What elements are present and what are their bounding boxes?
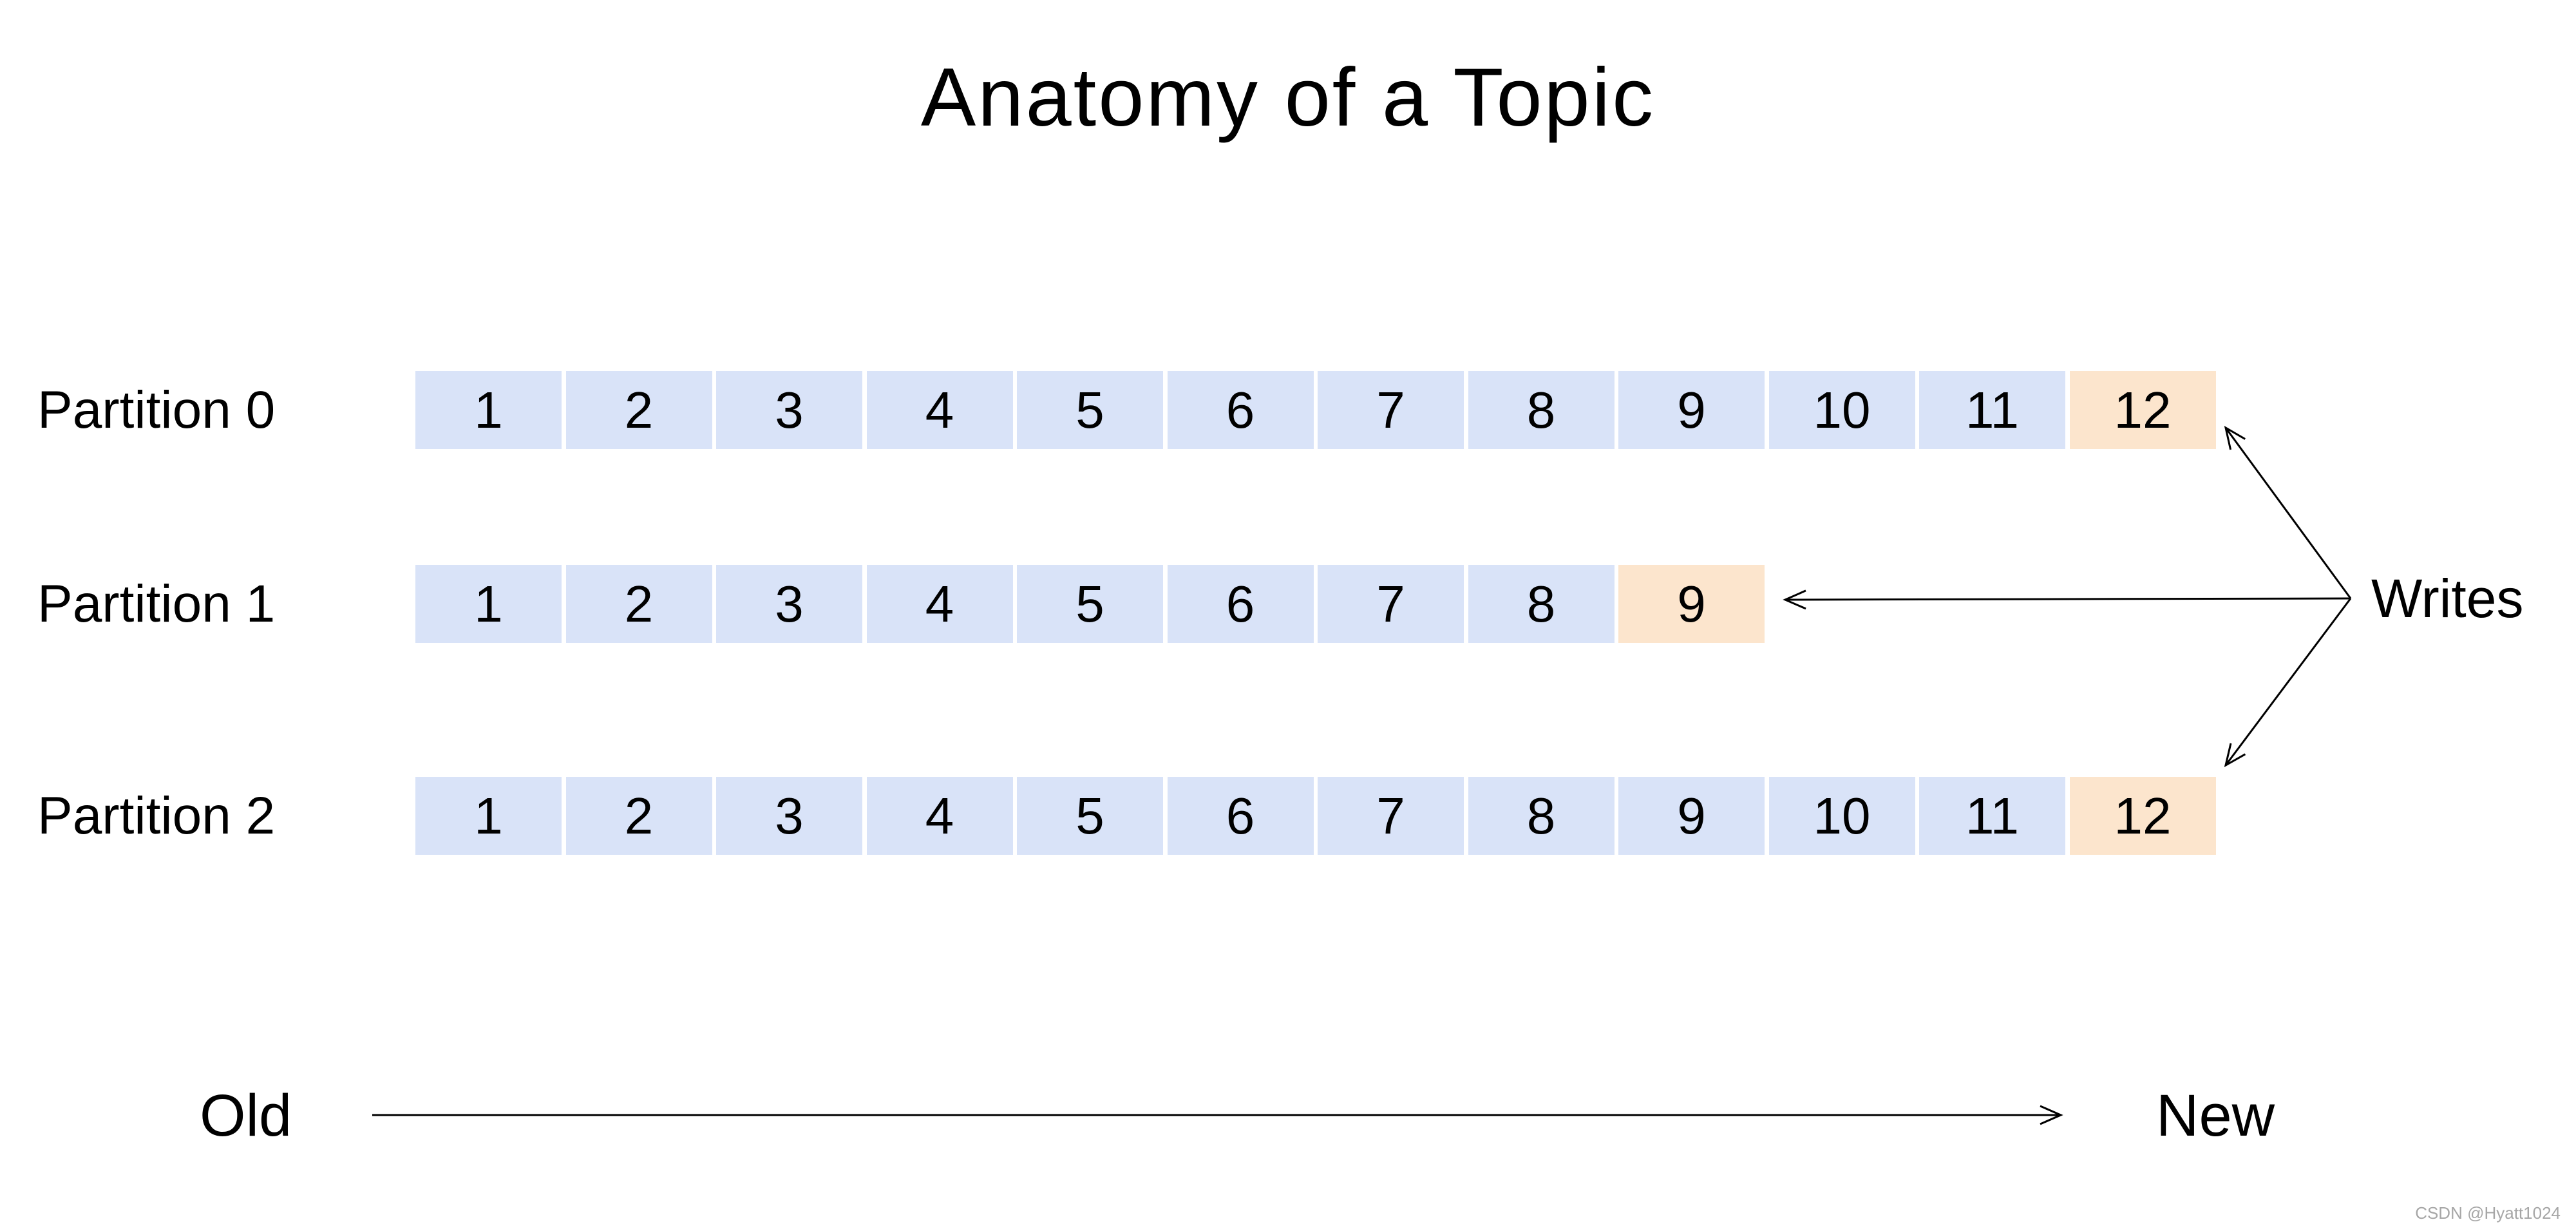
offset-cell: 4 <box>866 371 1013 449</box>
offset-cell: 1 <box>415 777 562 855</box>
offset-cell: 4 <box>866 565 1013 643</box>
offset-cell-latest: 12 <box>2069 777 2216 855</box>
offset-cell: 5 <box>1017 371 1163 449</box>
offset-cell: 10 <box>1768 371 1915 449</box>
writes-label: Writes <box>2371 568 2524 629</box>
offset-cell: 5 <box>1017 777 1163 855</box>
offset-cell: 4 <box>866 777 1013 855</box>
offset-cell: 2 <box>565 777 712 855</box>
offset-cell: 2 <box>565 565 712 643</box>
offset-cell: 9 <box>1618 777 1765 855</box>
offset-cell: 1 <box>415 565 562 643</box>
offset-cell: 7 <box>1318 565 1464 643</box>
old-label: Old <box>200 1082 292 1149</box>
offset-cell: 11 <box>1919 777 2065 855</box>
offset-cell: 9 <box>1618 371 1765 449</box>
offset-cell: 10 <box>1768 777 1915 855</box>
offset-cell-latest: 12 <box>2069 371 2216 449</box>
offset-cell: 8 <box>1468 565 1615 643</box>
diagram-title: Anatomy of a Topic <box>920 52 1656 144</box>
offset-cell: 8 <box>1468 777 1615 855</box>
offset-cell: 3 <box>716 565 862 643</box>
offset-cell: 3 <box>716 777 862 855</box>
partition-0-label: Partition 0 <box>37 380 276 439</box>
offset-cell: 3 <box>716 371 862 449</box>
new-label: New <box>2156 1082 2275 1149</box>
offset-cell: 6 <box>1167 565 1314 643</box>
offset-cell: 5 <box>1017 565 1163 643</box>
partition-1-label: Partition 1 <box>37 574 276 633</box>
offset-cell: 2 <box>565 371 712 449</box>
offset-cell: 7 <box>1318 777 1464 855</box>
offset-cell-latest: 9 <box>1618 565 1765 643</box>
offset-cell: 6 <box>1167 777 1314 855</box>
offset-cell: 8 <box>1468 371 1615 449</box>
offset-cell: 6 <box>1167 371 1314 449</box>
offset-cell: 11 <box>1919 371 2065 449</box>
partition-2-label: Partition 2 <box>37 786 276 845</box>
watermark-text: CSDN @Hyatt1024 <box>2415 1203 2561 1223</box>
offset-cell: 7 <box>1318 371 1464 449</box>
offset-cell: 1 <box>415 371 562 449</box>
